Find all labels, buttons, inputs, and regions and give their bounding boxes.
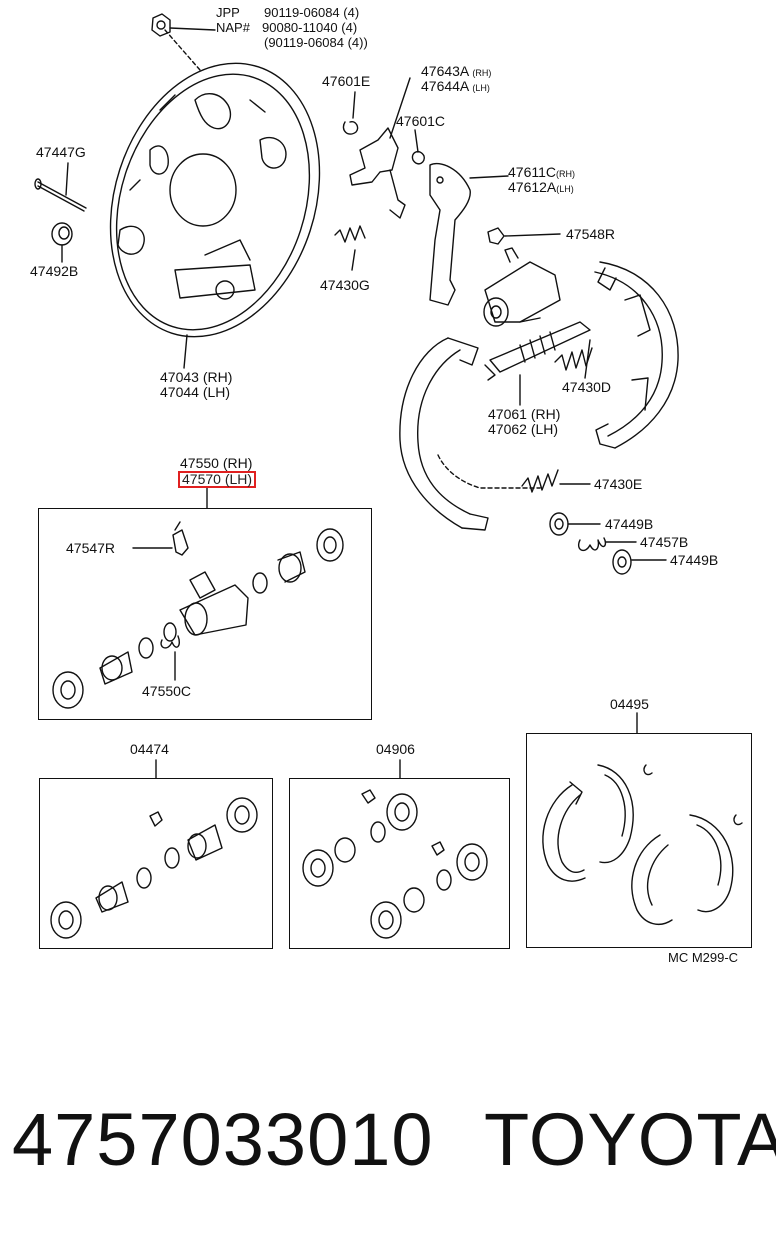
part-number-title: 4757033010 <box>12 1098 434 1181</box>
adjuster-nut-drawing <box>487 227 561 245</box>
part-47643a[interactable]: 47643A (RH) <box>421 63 492 79</box>
spring-cup-drawing <box>51 222 73 263</box>
part-47062[interactable]: 47062 (LH) <box>488 421 559 437</box>
kit-04474-label[interactable]: 04474 <box>130 741 169 757</box>
part-47550[interactable]: 47550 (RH) <box>180 455 253 471</box>
return-spring-g-drawing <box>334 225 366 271</box>
kit-04474-box <box>39 778 273 949</box>
part-47457b[interactable]: 47457B <box>640 534 689 550</box>
jpp-part-number: 90119-06084 (4) <box>264 5 360 20</box>
nap-part-number: 90080-11040 (4) <box>262 20 358 35</box>
part-47043[interactable]: 47043 (RH) <box>160 369 233 385</box>
kit-04495-label[interactable]: 04495 <box>610 696 649 712</box>
brake-shoe-left-drawing <box>399 337 541 531</box>
part-47430d[interactable]: 47430D <box>562 379 612 395</box>
backing-plate-drawing <box>109 29 321 338</box>
part-47044[interactable]: 47044 (LH) <box>160 384 231 400</box>
kit-04906-label[interactable]: 04906 <box>376 741 415 757</box>
nap-label: NAP# <box>216 20 250 35</box>
part-47430e[interactable]: 47430E <box>594 476 643 492</box>
return-spring-d-drawing <box>554 339 593 379</box>
part-47547r[interactable]: 47547R <box>66 540 116 556</box>
brand-title: TOYOTA <box>484 1098 776 1181</box>
part-47612a[interactable]: 47612A(LH) <box>508 179 574 195</box>
part-47611c[interactable]: 47611C(RH) <box>508 164 576 180</box>
parking-brake-lever-drawing <box>429 163 509 306</box>
adjusting-lever-drawing <box>349 77 411 219</box>
part-47548r[interactable]: 47548R <box>566 226 616 242</box>
compression-spring-drawing <box>578 537 637 552</box>
nap-alt-part-number: (90119-06084 (4)) <box>264 35 368 50</box>
jpp-label: JPP <box>216 5 240 20</box>
washer-a-drawing <box>549 512 601 536</box>
wheel-cylinder-upper-drawing <box>483 247 561 327</box>
figure-code: MC M299-C <box>668 950 739 965</box>
kit-04495-box <box>526 733 752 948</box>
part-47570-highlighted[interactable]: 47570 (LH) <box>178 471 257 488</box>
wheel-cylinder-exploded-drawing <box>52 521 344 709</box>
part-47449b-a[interactable]: 47449B <box>605 516 654 532</box>
part-47449b-b[interactable]: 47449B <box>670 552 719 568</box>
part-47061[interactable]: 47061 (RH) <box>488 406 561 422</box>
part-47601e[interactable]: 47601E <box>322 73 371 89</box>
part-47644a[interactable]: 47644A (LH) <box>421 78 490 94</box>
part-47550c[interactable]: 47550C <box>142 683 192 699</box>
kit-04906-drawing <box>302 789 488 939</box>
part-47430g[interactable]: 47430G <box>320 277 370 293</box>
clip-c-drawing <box>411 129 426 165</box>
brake-shoe-right-drawing <box>594 261 679 449</box>
clip-e-drawing <box>342 91 359 135</box>
return-spring-e-drawing <box>521 469 591 493</box>
part-47447g[interactable]: 47447G <box>36 144 86 160</box>
part-47492b[interactable]: 47492B <box>30 263 79 279</box>
nut-drawing <box>151 13 216 37</box>
wheel-cylinder-box <box>38 508 372 720</box>
adjuster-assembly-drawing <box>484 321 591 406</box>
washer-b-drawing <box>612 549 667 575</box>
part-47601c[interactable]: 47601C <box>396 113 446 129</box>
kit-04906-box <box>289 778 510 949</box>
kit-04474-drawing <box>50 797 258 939</box>
hold-down-pin-drawing <box>34 162 87 212</box>
kit-04495-drawing <box>542 764 743 926</box>
